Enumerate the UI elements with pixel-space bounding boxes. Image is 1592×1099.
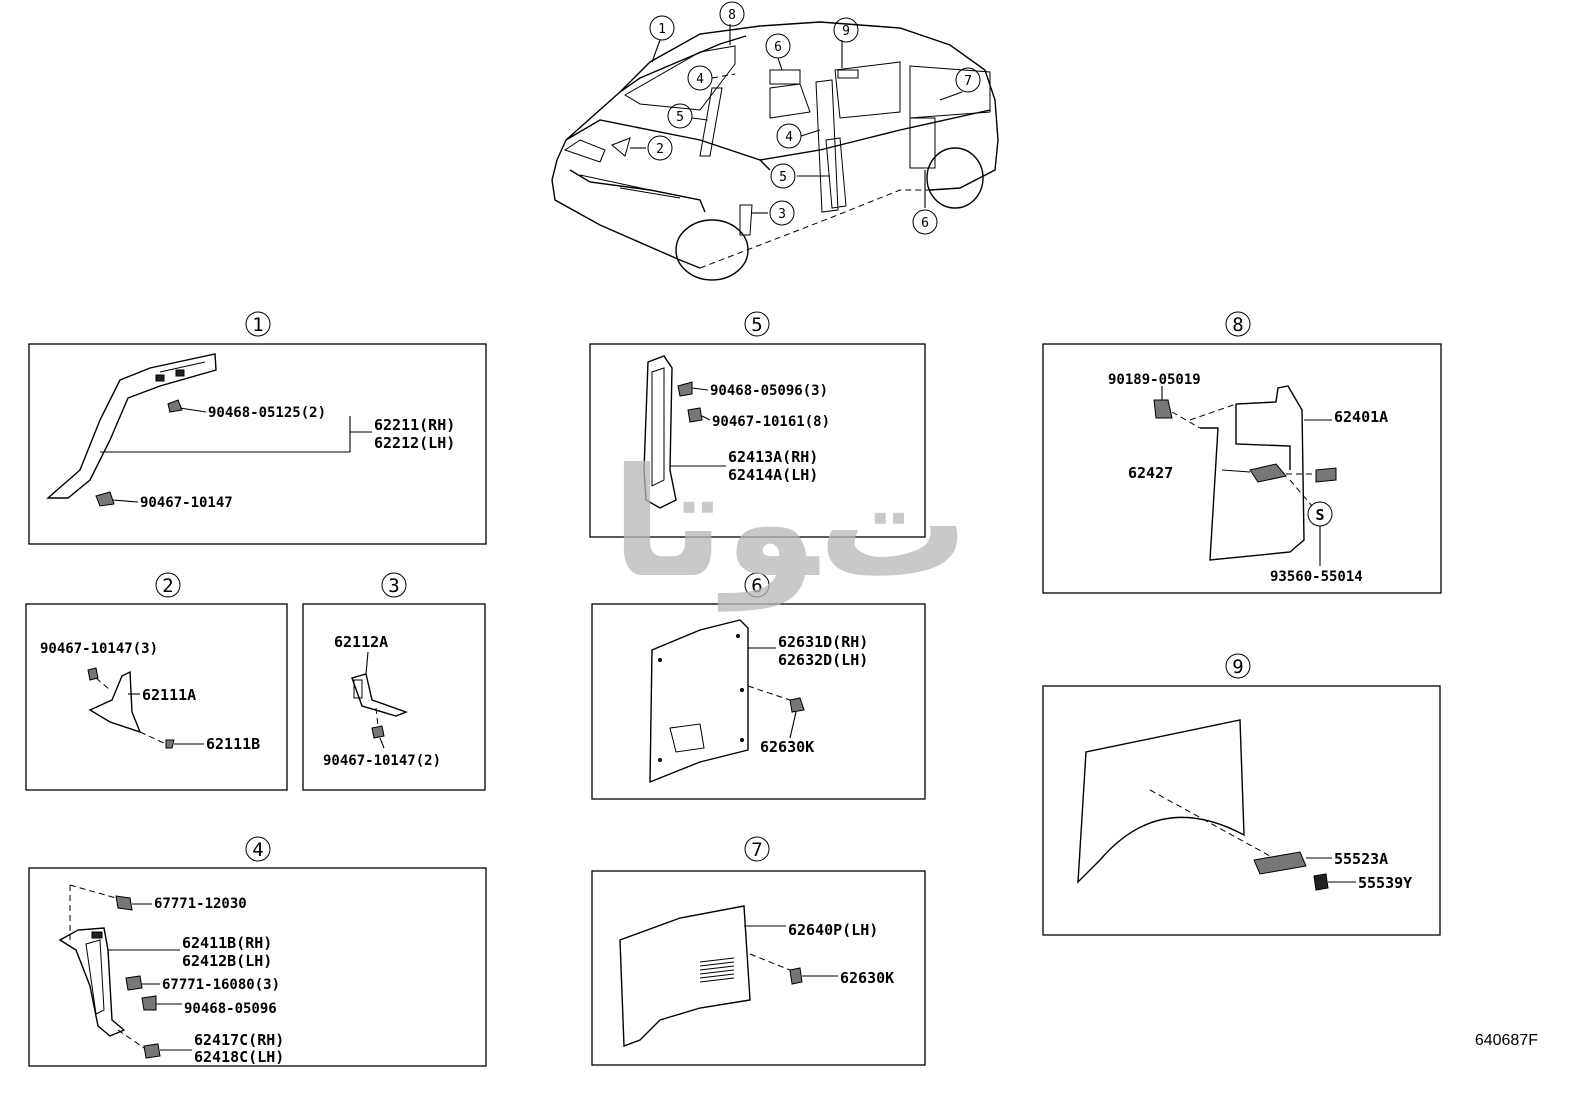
label-90468-05125: 90468-05125(2) <box>208 405 326 421</box>
callout-4b: 4 <box>785 130 793 145</box>
side-trim-board <box>649 619 749 784</box>
clip-icon <box>1313 873 1329 891</box>
label-62211: 62211(RH) <box>374 416 455 434</box>
label-90468-05096-3: 90468-05096(3) <box>710 383 828 399</box>
section-8: 8 S 90189-05019 62401A 62427 93560-55014 <box>1042 311 1442 594</box>
overview-callouts: 1 8 9 6 7 4 5 2 4 5 3 6 <box>647 1 981 235</box>
label-62631D: 62631D(RH) <box>778 633 868 651</box>
bolt-icon <box>1153 399 1173 419</box>
cowl-pad <box>88 670 142 734</box>
label-55539Y: 55539Y <box>1358 874 1412 892</box>
clip-icon <box>677 381 693 397</box>
label-90467-10147: 90467-10147 <box>140 495 233 511</box>
section-7-number: 7 <box>751 839 762 861</box>
label-62413A: 62413A(RH) <box>728 448 818 466</box>
label-62632D: 62632D(LH) <box>778 651 868 669</box>
label-62414A: 62414A(LH) <box>728 466 818 484</box>
diagram-id: 640687F <box>1475 1032 1538 1049</box>
clip-icon <box>789 967 803 985</box>
callout-5b: 5 <box>779 170 787 185</box>
label-62212: 62212(LH) <box>374 434 455 452</box>
label-62418C: 62418C(LH) <box>194 1048 284 1066</box>
clip-icon <box>95 491 115 507</box>
van-overview <box>551 21 999 281</box>
callout-9: 9 <box>842 24 850 39</box>
section-3-number: 3 <box>388 575 399 597</box>
callout-6b: 6 <box>921 216 929 231</box>
label-62412B: 62412B(LH) <box>182 952 272 970</box>
label-62640P: 62640P(LH) <box>788 921 878 939</box>
label-62111B: 62111B <box>206 735 260 753</box>
label-90189-05019: 90189-05019 <box>1108 372 1201 388</box>
clip-icon <box>687 407 703 423</box>
section-7: 7 62640P(LH) 62630K <box>591 836 926 1066</box>
clip-icon <box>167 399 183 413</box>
section-9: 9 55523A 55539Y <box>1042 653 1441 936</box>
center-pillar-trim <box>58 927 126 1037</box>
front-pillar-trim <box>46 353 217 499</box>
label-62112A: 62112A <box>334 633 388 651</box>
label-62401A: 62401A <box>1334 408 1388 426</box>
section-4: 4 67771-12030 62411B(RH) 62412B(LH) 6777… <box>28 836 487 1067</box>
quarter-panel <box>1077 719 1245 884</box>
section-5-number: 5 <box>751 314 762 336</box>
section-3: 3 62112A 90467-10147(2) <box>302 572 486 791</box>
cover-icon <box>143 1043 161 1059</box>
label-90467-10147-2: 90467-10147(2) <box>323 753 441 769</box>
clip-icon <box>371 725 385 739</box>
section-9-number: 9 <box>1232 656 1243 678</box>
handle-icon <box>1249 463 1287 483</box>
bracket-icon <box>1253 851 1307 875</box>
rear-pillar-trim <box>643 355 677 509</box>
label-55523A: 55523A <box>1334 850 1388 868</box>
label-62111A: 62111A <box>142 686 196 704</box>
clip-icon <box>125 975 143 991</box>
clip-icon <box>789 697 805 713</box>
screw-icon <box>115 895 133 911</box>
callout-4a: 4 <box>696 72 704 87</box>
callout-2: 2 <box>656 142 664 157</box>
label-62411B: 62411B(RH) <box>182 934 272 952</box>
quarter-trim-board <box>619 905 751 1047</box>
callout-1: 1 <box>658 22 666 37</box>
callout-5a: 5 <box>676 110 684 125</box>
label-90467-10147-3: 90467-10147(3) <box>40 641 158 657</box>
callout-8: 8 <box>728 8 736 23</box>
clip-icon <box>141 995 157 1011</box>
label-90468-05096: 90468-05096 <box>184 1001 277 1017</box>
section-6-number: 6 <box>751 575 762 597</box>
section-5: 5 90468-05096(3) 90467-10161(8) 62413A(R… <box>589 311 926 538</box>
section-6: 6 62631D(RH) 62632D(LH) 62630K <box>591 572 926 800</box>
section-8-number: 8 <box>1232 314 1243 336</box>
label-67771-12030: 67771-12030 <box>154 896 247 912</box>
label-90467-10161-8: 90467-10161(8) <box>712 414 830 430</box>
section-1-number: 1 <box>252 314 263 336</box>
section-2: 2 90467-10147(3) 62111A 62111B <box>25 572 288 791</box>
section-4-number: 4 <box>252 839 263 861</box>
callout-3: 3 <box>778 207 786 222</box>
screw-icon <box>1315 467 1337 483</box>
label-93560-55014: 93560-55014 <box>1270 569 1363 585</box>
label-62417C: 62417C(RH) <box>194 1031 284 1049</box>
callout-6a: 6 <box>774 40 782 55</box>
label-62427: 62427 <box>1128 464 1173 482</box>
label-67771-16080: 67771-16080(3) <box>162 977 280 993</box>
callout-7: 7 <box>964 74 972 89</box>
label-62630K: 62630K <box>840 969 894 987</box>
label-62630K: 62630K <box>760 738 814 756</box>
label-screw-mark: S <box>1315 506 1324 524</box>
watermark: ﺕﻮﺗﺎ <box>611 437 968 612</box>
section-1: 1 90468-05125(2) 62211(RH) 62212(LH) 904… <box>28 311 487 545</box>
clip-icon <box>165 739 175 749</box>
clip-icon <box>87 667 99 681</box>
section-2-number: 2 <box>162 575 173 597</box>
back-door-trim <box>1200 385 1305 561</box>
